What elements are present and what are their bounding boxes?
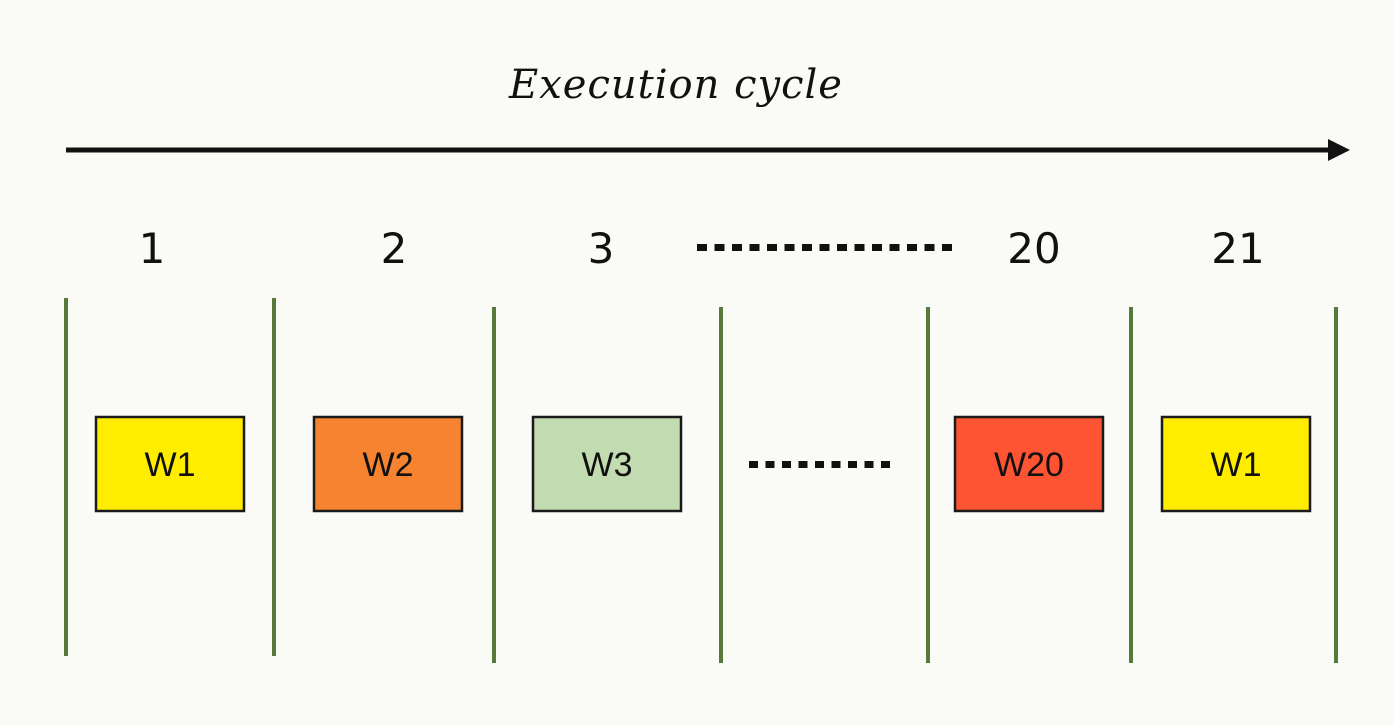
ellipsis-dot (749, 461, 758, 468)
cycle-number: 20 (1007, 224, 1060, 273)
work-box: W3 (531, 415, 683, 513)
ellipsis-dot (697, 244, 707, 251)
ellipsis-dot (782, 461, 791, 468)
ellipsis-dot (848, 461, 857, 468)
diagram-title: Execution cycle (509, 62, 843, 108)
work-box: W20 (953, 415, 1105, 513)
ellipsis-dot (767, 244, 777, 251)
work-box-rect (953, 415, 1105, 513)
ellipsis-dot (749, 244, 760, 251)
work-box-rect (312, 415, 464, 513)
ellipsis-dot (815, 461, 824, 468)
ellipsis-dot (784, 244, 795, 251)
work-box: W2 (312, 415, 464, 513)
work-box: W1 (1160, 415, 1312, 513)
timeline-arrow-head (1328, 139, 1350, 161)
ellipsis-dot (854, 244, 865, 251)
ellipsis-dot (831, 461, 841, 468)
ellipsis-dot (864, 461, 874, 468)
cycle-number: 1 (139, 224, 166, 273)
work-box-rect (94, 415, 246, 513)
ellipsis-dot (924, 244, 935, 251)
ellipsis-dot (942, 244, 952, 251)
ellipsis-dot (872, 244, 882, 251)
work-box-label: W1 (145, 446, 196, 484)
work-box-label: W1 (1211, 446, 1262, 484)
work-box: W1 (94, 415, 246, 513)
ellipsis-dot (798, 461, 808, 468)
ellipsis-dot (889, 244, 900, 251)
ellipsis-dot (837, 244, 847, 251)
ellipsis-dot (732, 244, 742, 251)
work-box-label: W20 (994, 446, 1064, 484)
ellipsis-dot (881, 461, 890, 468)
ellipsis-dot (907, 244, 917, 251)
work-box-rect (1160, 415, 1312, 513)
work-box-label: W2 (363, 446, 414, 484)
timeline-arrow (66, 139, 1350, 161)
ellipsis-dots (697, 244, 952, 468)
work-box-label: W3 (582, 446, 633, 484)
ellipsis-dot (819, 244, 830, 251)
work-box-rect (531, 415, 683, 513)
work-boxes: W1 W2 W3 W20 W1 (94, 415, 1312, 513)
ellipsis-dot (765, 461, 775, 468)
ellipsis-dot (714, 244, 725, 251)
cycle-number: 21 (1211, 224, 1264, 273)
cycle-number: 3 (588, 224, 615, 273)
cycle-number: 2 (381, 224, 408, 273)
cycle-numbers: 1 2 3 20 21 (139, 224, 1265, 273)
ellipsis-dot (802, 244, 812, 251)
cycle-dividers (64, 298, 1338, 663)
